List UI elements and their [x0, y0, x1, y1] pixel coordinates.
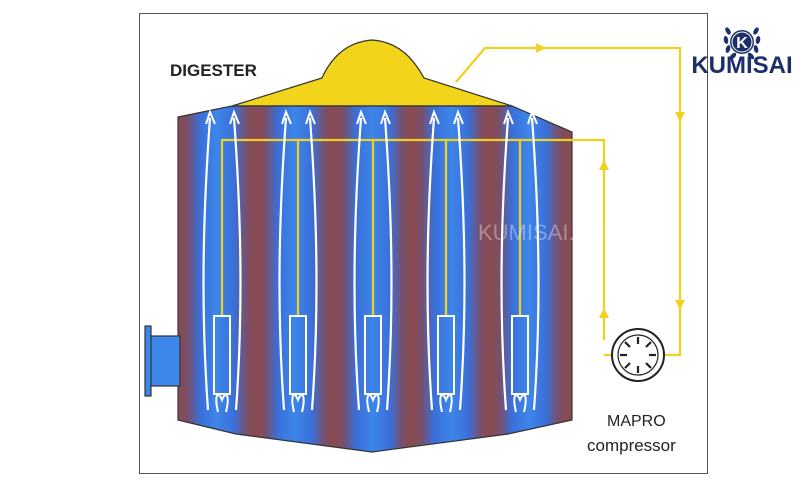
biogas-return-line [455, 46, 682, 357]
brand-name: KUMISAI [691, 52, 793, 79]
logo-monogram: K [736, 35, 748, 52]
inlet-flange [144, 325, 152, 397]
gas-flow-arrows [599, 160, 609, 318]
watermark: KUMISAI.VN [478, 220, 605, 245]
mixing-unit [278, 109, 318, 413]
diagram-frame [139, 13, 708, 474]
mixing-unit [500, 109, 540, 413]
mixing-unit [426, 109, 466, 413]
inlet-pipe [149, 335, 181, 387]
mixing-units [202, 109, 540, 413]
mixing-unit [353, 109, 393, 413]
digester-tank [177, 105, 573, 453]
compressor-brand-label: MAPRO [607, 413, 666, 430]
compressor-label: compressor [587, 436, 676, 455]
compressor-icon [604, 328, 665, 382]
laurel-wreath-icon [723, 27, 761, 60]
gas-dome [231, 39, 513, 107]
return-flow-arrows [536, 43, 685, 310]
gas-distribution-header [220, 138, 606, 340]
digester-label: DIGESTER [170, 61, 257, 80]
mixing-unit [202, 109, 242, 413]
kumisai-logo: K [723, 27, 761, 60]
